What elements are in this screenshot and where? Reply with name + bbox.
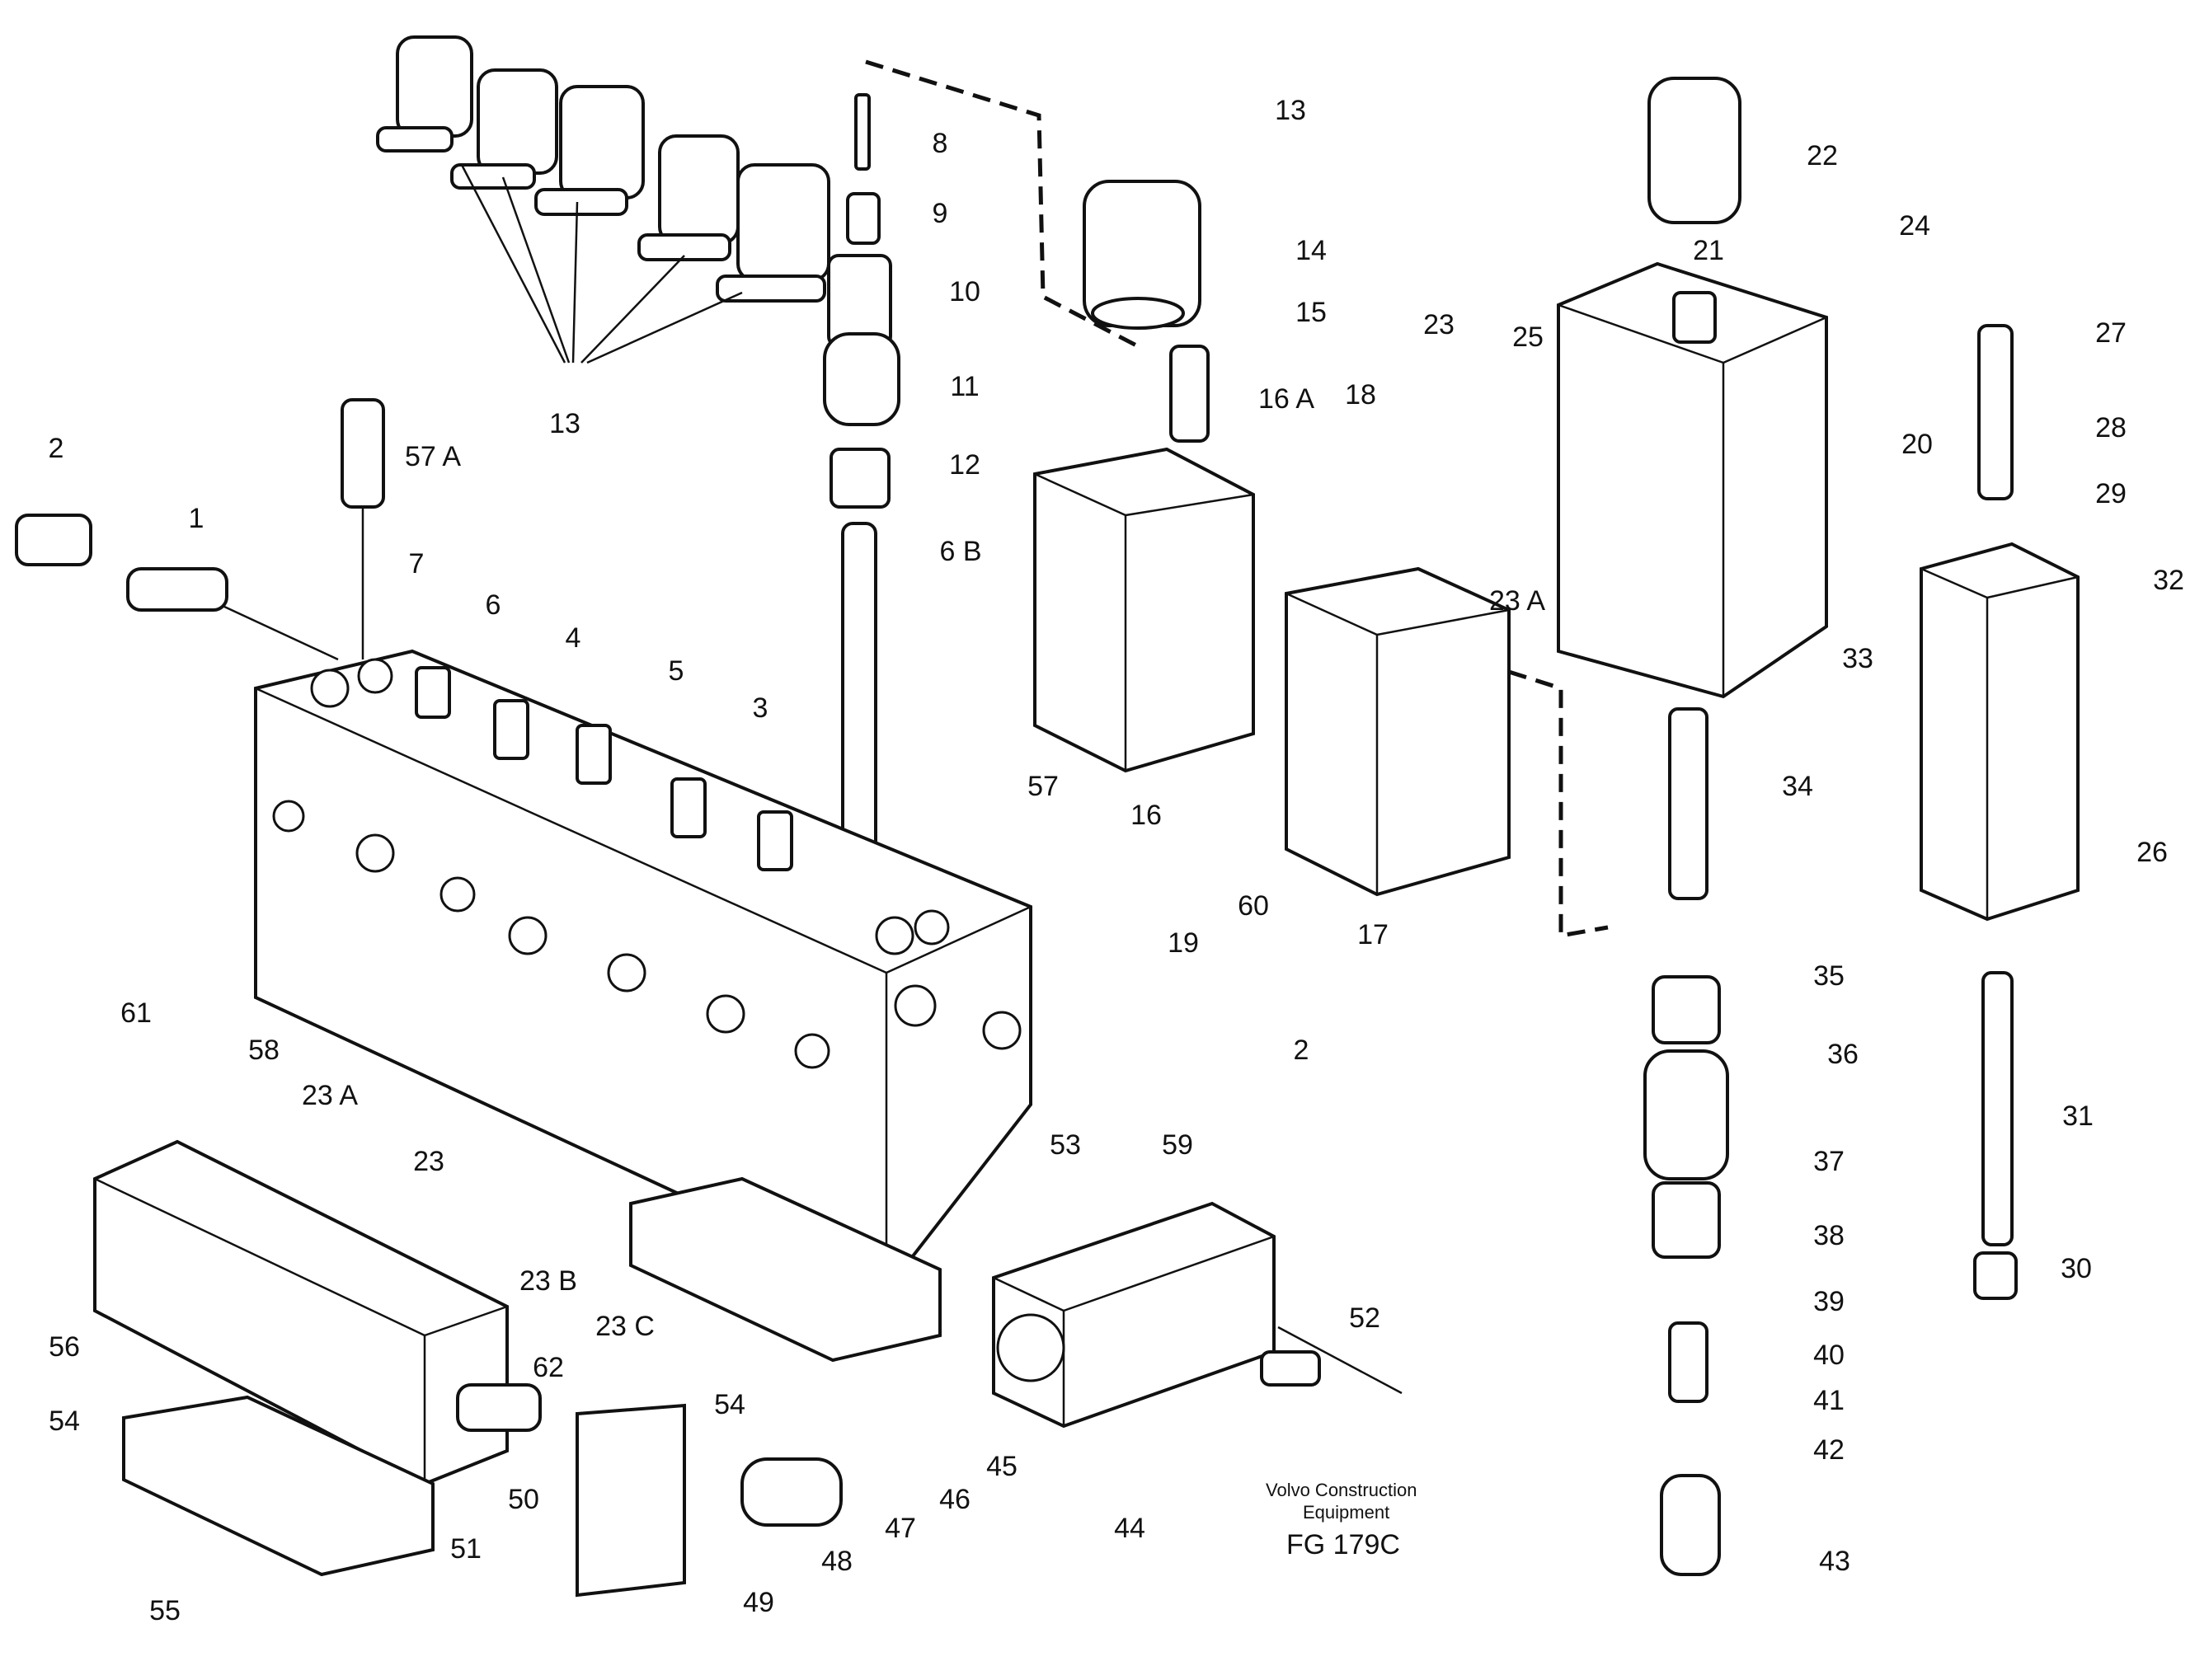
callout-35: 35 [1813,960,1845,992]
lower-right-block [740,1201,1403,1527]
callout-1: 1 [189,503,204,534]
callout-11: 11 [950,371,979,402]
callout-47: 47 [885,1513,916,1544]
callout-30: 30 [2061,1253,2092,1284]
callout-34: 34 [1782,771,1813,802]
main-valve-block [254,649,1032,1293]
callout-48: 48 [821,1546,853,1577]
callout-43: 43 [1819,1546,1850,1577]
callout-60: 60 [1238,890,1269,922]
callout-10: 10 [949,276,980,307]
callout-57a: 57 A [405,441,461,472]
callout-8: 8 [933,128,948,159]
callout-4: 4 [566,622,581,654]
callout-2a: 2 [49,433,64,464]
callout-32: 32 [2153,565,2184,596]
callout-6b: 6 B [939,536,981,567]
callout-31: 31 [2062,1100,2094,1132]
callout-46: 46 [939,1484,971,1515]
callout-61: 61 [120,997,152,1029]
callout-23b: 23 B [519,1265,577,1297]
spool-stack-left [823,93,900,880]
callout-29: 29 [2095,478,2127,509]
callout-54a: 54 [49,1405,80,1437]
left-fittings [15,398,385,661]
callout-33: 33 [1842,643,1873,674]
figure-code: FG 179C [1286,1529,1400,1560]
callout-22: 22 [1807,140,1838,171]
callout-23-l: 23 [413,1146,444,1177]
callout-54b: 54 [714,1389,745,1420]
callout-45: 45 [986,1451,1018,1482]
callout-55: 55 [149,1595,181,1626]
callout-23c: 23 C [595,1311,655,1342]
callout-15: 15 [1295,297,1327,328]
callout-49: 49 [743,1587,774,1618]
callout-18: 18 [1345,379,1376,411]
callout-52: 52 [1349,1302,1380,1334]
callout-41: 41 [1813,1385,1845,1416]
callout-39: 39 [1813,1286,1845,1317]
callout-53: 53 [1050,1129,1081,1161]
callout-51: 51 [450,1533,482,1565]
callout-7: 7 [409,548,425,580]
callout-59: 59 [1162,1129,1193,1161]
callout-23a-r: 23 A [1489,585,1545,617]
callout-13a: 13 [549,408,580,439]
callout-2b: 2 [1294,1035,1309,1066]
solenoid-cluster [376,35,830,364]
title-line-1: Volvo Construction [1266,1480,1417,1500]
callout-9: 9 [933,198,948,229]
callout-28: 28 [2095,412,2127,443]
middle-blocks [1033,180,1511,897]
callout-62: 62 [533,1352,564,1383]
right-tall-block [1557,77,1828,1576]
callout-6: 6 [486,589,501,621]
callout-42: 42 [1813,1434,1845,1466]
callout-17: 17 [1357,919,1389,950]
callout-36: 36 [1827,1039,1859,1070]
callout-23-r: 23 [1423,309,1455,340]
callout-50: 50 [508,1484,539,1515]
title-block: Volvo Construction Equipment FG 179C [1266,1480,1417,1560]
callout-25: 25 [1512,321,1544,353]
callout-40: 40 [1813,1340,1845,1371]
title-line-2: Equipment [1303,1502,1389,1523]
lower-left-block [93,1139,942,1598]
callout-16: 16 [1130,800,1162,831]
callout-3: 3 [753,692,768,724]
callout-57: 57 [1027,771,1059,802]
callout-23a-l: 23 A [302,1080,358,1111]
callout-56: 56 [49,1331,80,1363]
callout-26: 26 [2136,837,2168,868]
callout-44: 44 [1114,1513,1145,1544]
callout-58: 58 [248,1035,280,1066]
callout-13b: 13 [1275,95,1306,126]
callout-5: 5 [669,655,684,687]
callout-38: 38 [1813,1220,1845,1251]
callout-12: 12 [949,449,980,481]
callout-21: 21 [1693,235,1724,266]
callout-24: 24 [1899,210,1930,242]
callout-27: 27 [2095,317,2127,349]
callout-19: 19 [1168,927,1199,959]
callout-20: 20 [1901,429,1933,460]
callout-16a: 16 A [1258,383,1314,415]
callout-14: 14 [1295,235,1327,266]
callout-37: 37 [1813,1146,1845,1177]
far-right-block [1920,324,2080,1300]
